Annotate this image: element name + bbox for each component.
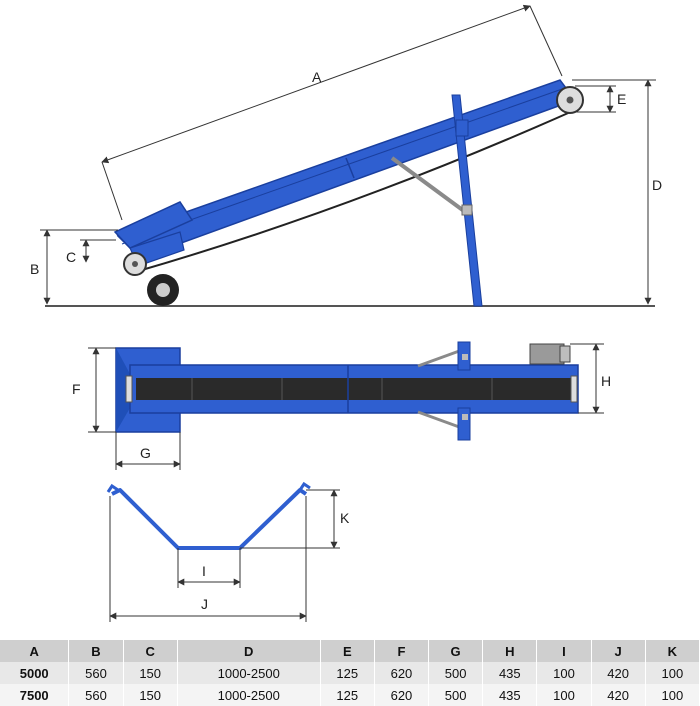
header-cell: A [0, 640, 70, 662]
label-j: J [201, 596, 208, 612]
header-cell: F [374, 640, 430, 662]
tail-roller-hub [132, 261, 138, 267]
conveyor-frame [116, 79, 577, 259]
header-cell: E [320, 640, 375, 662]
head-roller-hub [566, 96, 574, 104]
top-leg-clamp-2 [462, 414, 468, 420]
table-cell: 560 [68, 684, 124, 706]
top-view: F G H [72, 341, 611, 470]
label-a: A [312, 69, 322, 85]
label-e: E [617, 91, 626, 107]
trough-lip-left [106, 483, 119, 493]
side-view: A B C D E [30, 4, 662, 307]
table-cell: 620 [374, 662, 430, 684]
specs-table: A B C D E F G H I J K 5000 560 150 1000-… [0, 640, 700, 706]
top-brace-1 [417, 348, 463, 368]
table-cell: 420 [591, 662, 646, 684]
brace-clamp [461, 204, 473, 216]
label-f: F [72, 381, 81, 397]
table-cell: 100 [645, 662, 700, 684]
table-cell: 7500 [0, 684, 70, 706]
table-cell: 5000 [0, 662, 70, 684]
table-cell: 420 [591, 684, 646, 706]
ext-a1 [101, 161, 123, 221]
return-belt [134, 109, 576, 273]
table-cell: 100 [536, 684, 592, 706]
table-cell: 100 [645, 684, 700, 706]
table-cell: 125 [320, 662, 375, 684]
header-cell: G [428, 640, 484, 662]
table-cell: 620 [374, 684, 430, 706]
leg-clamp [455, 119, 469, 137]
table-cell: 560 [68, 662, 124, 684]
brace [390, 156, 470, 216]
header-cell: J [591, 640, 646, 662]
head-end-roller [570, 375, 578, 403]
conveyor-diagram: A B C D E [30, 4, 662, 622]
header-cell: B [68, 640, 124, 662]
label-b: B [30, 261, 39, 277]
motor-gearbox [559, 345, 571, 363]
table-cell: 500 [428, 662, 484, 684]
table-cell: 1000-2500 [177, 662, 321, 684]
top-brace-2 [417, 410, 463, 430]
label-d: D [652, 177, 662, 193]
table-cell: 435 [482, 662, 538, 684]
cross-section: K I J [106, 481, 350, 622]
motor [529, 343, 565, 365]
label-c: C [66, 249, 76, 265]
trough-lip-right [298, 481, 311, 491]
table-cell: 150 [123, 662, 178, 684]
table-cell: 150 [123, 684, 178, 706]
table-cell: 500 [428, 684, 484, 706]
table-cell: 100 [536, 662, 592, 684]
table-row: 5000 560 150 1000-2500 125 620 500 435 1… [0, 662, 700, 684]
header-cell: H [482, 640, 538, 662]
label-k: K [340, 510, 350, 526]
header-cell: I [536, 640, 592, 662]
table-cell: 435 [482, 684, 538, 706]
table-cell: 1000-2500 [177, 684, 321, 706]
top-leg-clamp-1 [462, 354, 468, 360]
table-header-row: A B C D E F G H I J K [0, 640, 700, 662]
hopper [113, 201, 194, 249]
wheel-hub [156, 283, 170, 297]
label-g: G [140, 445, 151, 461]
header-cell: C [123, 640, 178, 662]
top-hopper-inner [116, 348, 130, 432]
label-i: I [202, 563, 206, 579]
top-leg-2 [457, 407, 471, 441]
header-cell: K [645, 640, 700, 662]
trough-profile [111, 488, 308, 550]
top-belt [136, 378, 576, 400]
table-cell: 125 [320, 684, 375, 706]
header-cell: D [177, 640, 321, 662]
dimension-a [101, 4, 531, 164]
table-row: 7500 560 150 1000-2500 125 620 500 435 1… [0, 684, 700, 706]
label-h: H [601, 373, 611, 389]
tail-end-roller [125, 375, 133, 403]
ext-a2 [529, 5, 563, 77]
